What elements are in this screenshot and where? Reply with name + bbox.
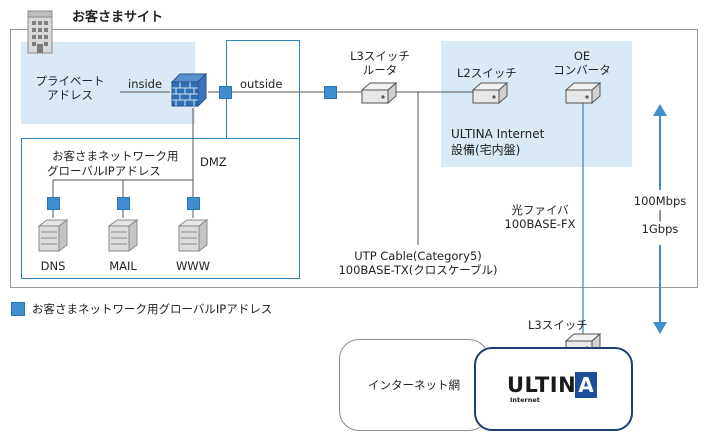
private-address-label: プライベート アドレス [25,74,115,102]
speed-line3: 1Gbps [641,222,679,236]
server-icon [177,219,209,252]
l3-router-label-line2: ルータ [362,63,398,77]
customer-site-box [10,29,698,288]
dmz-zone [21,138,300,279]
private-address-zone [21,42,195,124]
server-icon [107,219,139,252]
ultina-equipment-zone [441,41,632,167]
ultina-logo-a: A [575,372,597,398]
fiber-label: 光ファイバ 100BASE-FX [497,203,583,231]
private-label-line1: プライベート [35,74,105,88]
oe-converter-label: OE コンバータ [542,49,622,77]
global-ip-marker-dns [47,197,60,210]
utp-cable-label: UTP Cable(Category5) 100BASE-TX(クロスケーブル) [330,249,506,277]
equipment-label-line1: ULTINA Internet [451,127,545,141]
speed-label: 100Mbps | 1Gbps [630,194,690,236]
dmz-label: DMZ [200,155,227,169]
internet-network-box [339,339,489,431]
inside-label: inside [128,77,163,91]
global-ip-marker-outside [219,86,232,99]
oe-label-line1: OE [573,49,591,63]
building-icon [27,10,53,54]
l2-switch-label: L2スイッチ [457,66,517,80]
switch-icon [472,82,508,104]
site-title: お客さまサイト [72,10,164,25]
utp-label-line1: UTP Cable(Category5) [354,249,482,263]
legend-swatch [11,302,25,316]
global-ip-marker-mail [117,197,130,210]
server-label-www: WWW [175,259,211,273]
server-label-dns: DNS [40,259,66,273]
speed-line2: | [658,208,662,222]
firewall-icon [170,72,208,108]
bottom-l3-switch-label: L3スイッチ [528,318,588,332]
ultina-logo-text: ULTIN [507,373,577,397]
media-converter-icon [565,82,601,104]
oe-label-line2: コンバータ [553,63,611,77]
legend-label: お客さまネットワーク用グローバルIPアドレス [32,302,273,316]
utp-label-line2: 100BASE-TX(クロスケーブル) [338,263,498,277]
router-icon [361,82,397,104]
fiber-label-line1: 光ファイバ [511,203,569,217]
global-ip-marker-www [187,197,200,210]
fiber-label-line2: 100BASE-FX [504,217,576,231]
equipment-label-line2: 設備(宅内盤) [451,143,521,157]
ultina-logo-sub: Internet [510,396,540,404]
l3-router-label-line1: L3スイッチ [350,49,410,63]
l3-router-label: L3スイッチ ルータ [340,49,420,77]
server-label-mail: MAIL [109,259,137,273]
global-ip-marker-router [324,86,337,99]
ultina-network-box [474,347,633,431]
dmz-group-label-line2: グローバルIPアドレス [47,164,161,178]
speed-line1: 100Mbps [633,194,687,208]
dmz-group-label-line1: お客さまネットワーク用 [52,149,179,163]
internet-label: インターネット網 [368,378,460,392]
server-icon [37,219,69,252]
outside-label: outside [240,77,283,91]
private-label-line2: アドレス [47,88,93,102]
